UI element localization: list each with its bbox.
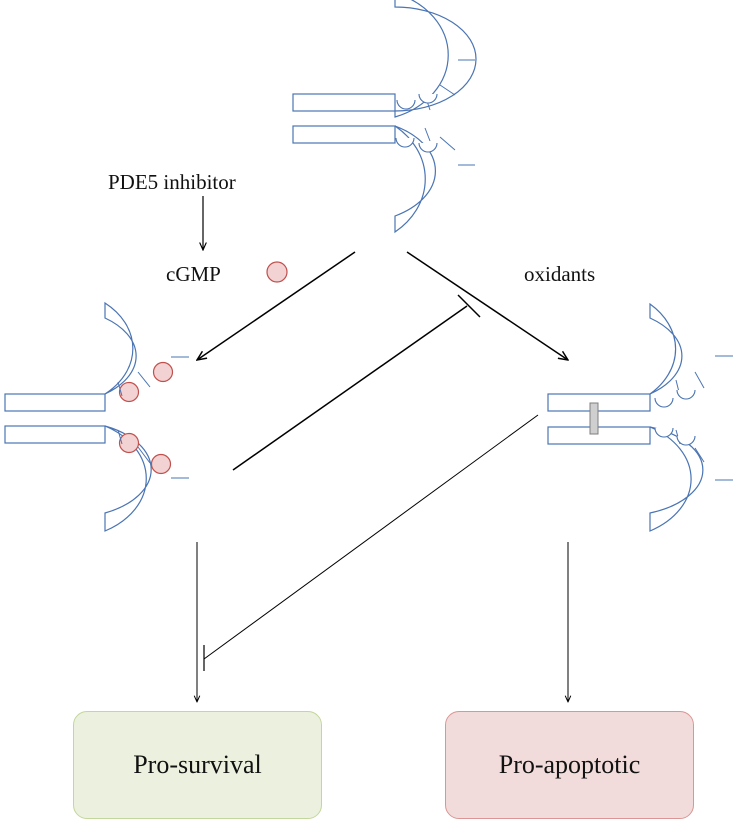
- cgmp-molecule: [152, 361, 174, 383]
- channel-divider: [439, 136, 456, 151]
- channel-divider: [439, 84, 456, 96]
- cgmp-label: cGMP: [166, 262, 221, 286]
- binding-pocket: [654, 397, 674, 408]
- binding-pocket: [676, 435, 696, 446]
- cgmp-legend-molecule: [266, 261, 288, 283]
- pkg-oxidized-channel: [547, 302, 704, 532]
- cgmp-molecules: [118, 361, 174, 475]
- cgmp-molecule: [118, 432, 140, 454]
- binding-pocket: [676, 389, 696, 400]
- pro-apoptotic-box: Pro-apoptotic: [445, 711, 694, 819]
- inhibition-bar-top: [457, 294, 481, 318]
- binding-pocket: [396, 99, 416, 110]
- pkg-cgmp-bound-channel: [4, 301, 152, 532]
- cgmp-molecule: [150, 453, 172, 475]
- channel-divider: [424, 127, 431, 142]
- binding-pocket: [395, 137, 415, 148]
- channel-divider: [694, 447, 705, 463]
- native-to-oxidized-arrow: [406, 251, 568, 360]
- pde5-inhibitor-label: PDE5 inhibitor: [108, 170, 236, 194]
- oxidized-inhibits-survival-line: [203, 414, 539, 660]
- channel-divider: [137, 371, 151, 388]
- oxidants-label: oxidants: [524, 262, 596, 286]
- binding-pocket: [654, 427, 674, 438]
- pro-survival-box: Pro-survival: [73, 711, 322, 819]
- cgmp-inhibits-oxidation-line: [232, 305, 468, 471]
- channel-divider: [137, 446, 151, 464]
- binding-pocket: [418, 93, 438, 104]
- channel-divider: [117, 429, 123, 445]
- channel-divider: [694, 371, 705, 389]
- pkg-native-channel: [292, 0, 477, 234]
- cgmp-molecule: [118, 381, 140, 403]
- binding-pocket: [418, 142, 438, 153]
- channel-divider: [117, 381, 123, 397]
- native-to-cgmp-arrow: [197, 251, 356, 360]
- disulfide-bond: [589, 402, 599, 435]
